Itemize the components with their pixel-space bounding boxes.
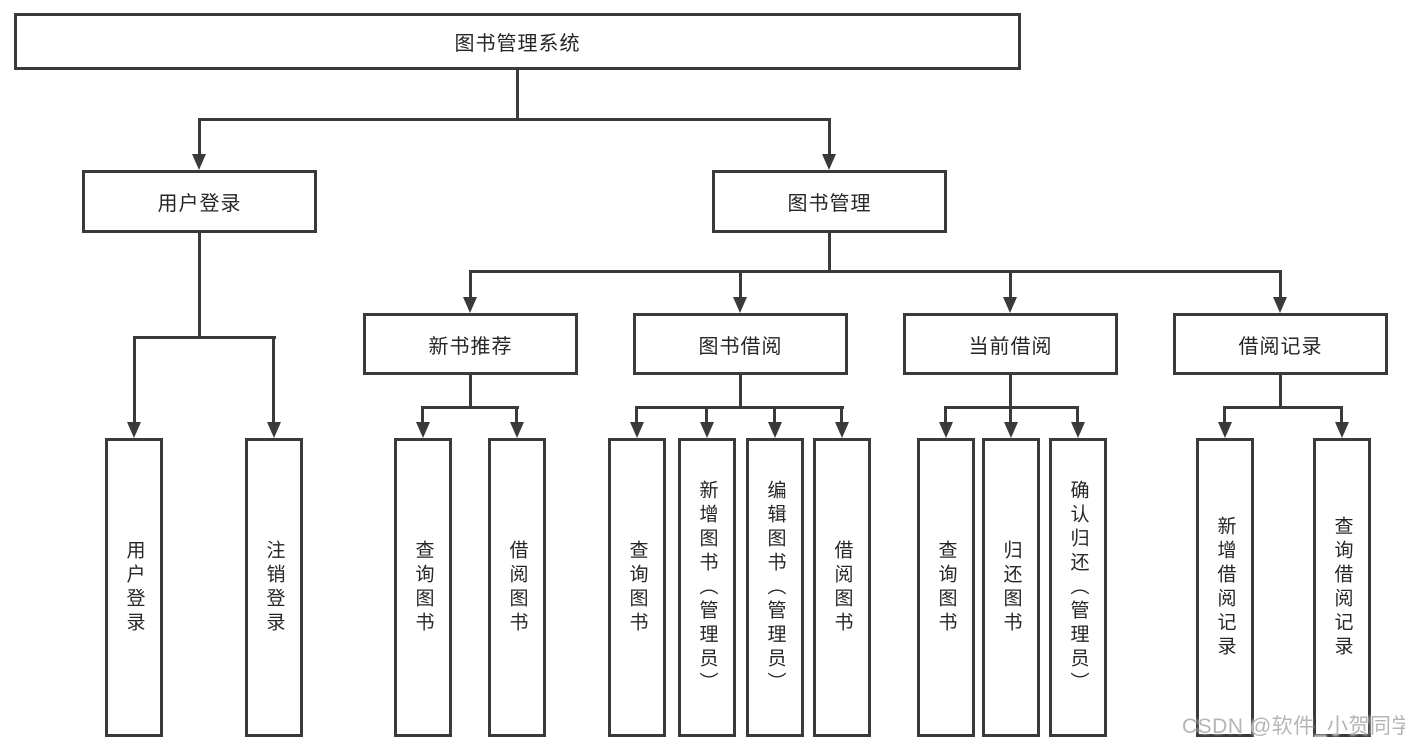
arrow-down-icon bbox=[1335, 422, 1349, 438]
connector-drop-leaf bbox=[1076, 406, 1079, 422]
connector-book-borrow-bar bbox=[636, 406, 844, 409]
connector-drop-leaf bbox=[1340, 406, 1343, 422]
connector-drop-borrow-record bbox=[1279, 270, 1282, 297]
leaf-add-book-admin: 新增图书（管理员） bbox=[678, 438, 736, 737]
leaf-add-borrow-record: 新增借阅记录 bbox=[1196, 438, 1254, 737]
connector-drop-leaf bbox=[1223, 406, 1226, 422]
connector-new-book-bar bbox=[422, 406, 519, 409]
leaf-edit-book-admin: 编辑图书（管理员） bbox=[746, 438, 804, 737]
leaf-label: 注销登录 bbox=[263, 539, 285, 636]
node-new-book-recommend: 新书推荐 bbox=[363, 313, 578, 375]
connector-root-stem bbox=[516, 70, 519, 118]
arrow-down-icon bbox=[1004, 422, 1018, 438]
connector-drop-leaf bbox=[705, 406, 708, 422]
arrow-down-icon bbox=[822, 154, 836, 170]
connector-drop-current-borrow bbox=[1009, 270, 1012, 297]
arrow-down-icon bbox=[127, 422, 141, 438]
arrow-down-icon bbox=[768, 422, 782, 438]
connector-current-borrow-stem bbox=[1009, 375, 1012, 406]
leaf-label: 新增图书（管理员） bbox=[696, 479, 718, 696]
connector-new-book-stem bbox=[469, 375, 472, 406]
node-label: 图书管理系统 bbox=[454, 33, 581, 55]
connector-drop-user-login bbox=[198, 118, 201, 154]
arrow-down-icon bbox=[733, 297, 747, 313]
connector-book-management-bar bbox=[469, 270, 1281, 273]
connector-drop-leaf bbox=[1009, 406, 1012, 422]
connector-drop-logout-leaf bbox=[272, 336, 275, 422]
leaf-query-borrow-record: 查询借阅记录 bbox=[1313, 438, 1371, 737]
node-borrow-record: 借阅记录 bbox=[1173, 313, 1388, 375]
node-library-management-system: 图书管理系统 bbox=[14, 13, 1021, 70]
connector-drop-leaf bbox=[773, 406, 776, 422]
connector-drop-new-book bbox=[469, 270, 472, 297]
leaf-label: 查询图书 bbox=[412, 539, 434, 636]
connector-drop-leaf bbox=[515, 406, 518, 422]
leaf-return-book: 归还图书 bbox=[982, 438, 1040, 737]
connector-book-borrow-stem bbox=[739, 375, 742, 406]
arrow-down-icon bbox=[192, 154, 206, 170]
connector-drop-book-management bbox=[828, 118, 831, 154]
connector-drop-book-borrow bbox=[739, 270, 742, 297]
leaf-label: 查询图书 bbox=[935, 539, 957, 636]
leaf-label: 查询借阅记录 bbox=[1331, 515, 1353, 660]
arrow-down-icon bbox=[700, 422, 714, 438]
arrow-down-icon bbox=[267, 422, 281, 438]
connector-drop-leaf bbox=[421, 406, 424, 422]
connector-drop-leaf bbox=[635, 406, 638, 422]
arrow-down-icon bbox=[1071, 422, 1085, 438]
leaf-label: 归还图书 bbox=[1000, 539, 1022, 636]
leaf-label: 查询图书 bbox=[626, 539, 648, 636]
connector-user-login-stem bbox=[198, 233, 201, 336]
csdn-watermark: CSDN @软件_小贺同学 bbox=[1182, 715, 1405, 738]
arrow-down-icon bbox=[510, 422, 524, 438]
connector-drop-leaf bbox=[840, 406, 843, 422]
node-label: 图书借阅 bbox=[698, 335, 783, 358]
arrow-down-icon bbox=[939, 422, 953, 438]
arrow-down-icon bbox=[630, 422, 644, 438]
connector-borrow-record-stem bbox=[1279, 375, 1282, 406]
arrow-down-icon bbox=[1218, 422, 1232, 438]
connector-borrow-record-bar bbox=[1224, 406, 1343, 409]
leaf-label: 用户登录 bbox=[123, 539, 145, 636]
node-book-borrow: 图书借阅 bbox=[633, 313, 848, 375]
arrow-down-icon bbox=[416, 422, 430, 438]
node-label: 新书推荐 bbox=[428, 335, 513, 358]
connector-drop-login-leaf bbox=[133, 336, 136, 422]
leaf-query-book-current: 查询图书 bbox=[917, 438, 975, 737]
leaf-label: 新增借阅记录 bbox=[1214, 515, 1236, 660]
leaf-query-book-borrow: 查询图书 bbox=[608, 438, 666, 737]
node-current-borrow: 当前借阅 bbox=[903, 313, 1118, 375]
connector-current-borrow-bar bbox=[945, 406, 1079, 409]
leaf-logout: 注销登录 bbox=[245, 438, 303, 737]
arrow-down-icon bbox=[1273, 297, 1287, 313]
leaf-borrow-book-recommend: 借阅图书 bbox=[488, 438, 546, 737]
leaf-query-book-recommend: 查询图书 bbox=[394, 438, 452, 737]
connector-root-bar bbox=[198, 118, 831, 121]
node-label: 图书管理 bbox=[787, 193, 872, 215]
leaf-confirm-return-admin: 确认归还（管理员） bbox=[1049, 438, 1107, 737]
leaf-label: 确认归还（管理员） bbox=[1067, 479, 1089, 696]
connector-drop-leaf bbox=[944, 406, 947, 422]
node-label: 用户登录 bbox=[157, 193, 242, 215]
node-label: 借阅记录 bbox=[1238, 335, 1323, 358]
arrow-down-icon bbox=[1003, 297, 1017, 313]
leaf-user-login: 用户登录 bbox=[105, 438, 163, 737]
leaf-borrow-book: 借阅图书 bbox=[813, 438, 871, 737]
leaf-label: 编辑图书（管理员） bbox=[764, 479, 786, 696]
leaf-label: 借阅图书 bbox=[506, 539, 528, 636]
node-book-management: 图书管理 bbox=[712, 170, 947, 233]
connector-user-login-bar bbox=[133, 336, 276, 339]
leaf-label: 借阅图书 bbox=[831, 539, 853, 636]
node-label: 当前借阅 bbox=[968, 335, 1053, 358]
connector-book-management-stem bbox=[828, 233, 831, 270]
arrow-down-icon bbox=[835, 422, 849, 438]
arrow-down-icon bbox=[463, 297, 477, 313]
node-user-login: 用户登录 bbox=[82, 170, 317, 233]
